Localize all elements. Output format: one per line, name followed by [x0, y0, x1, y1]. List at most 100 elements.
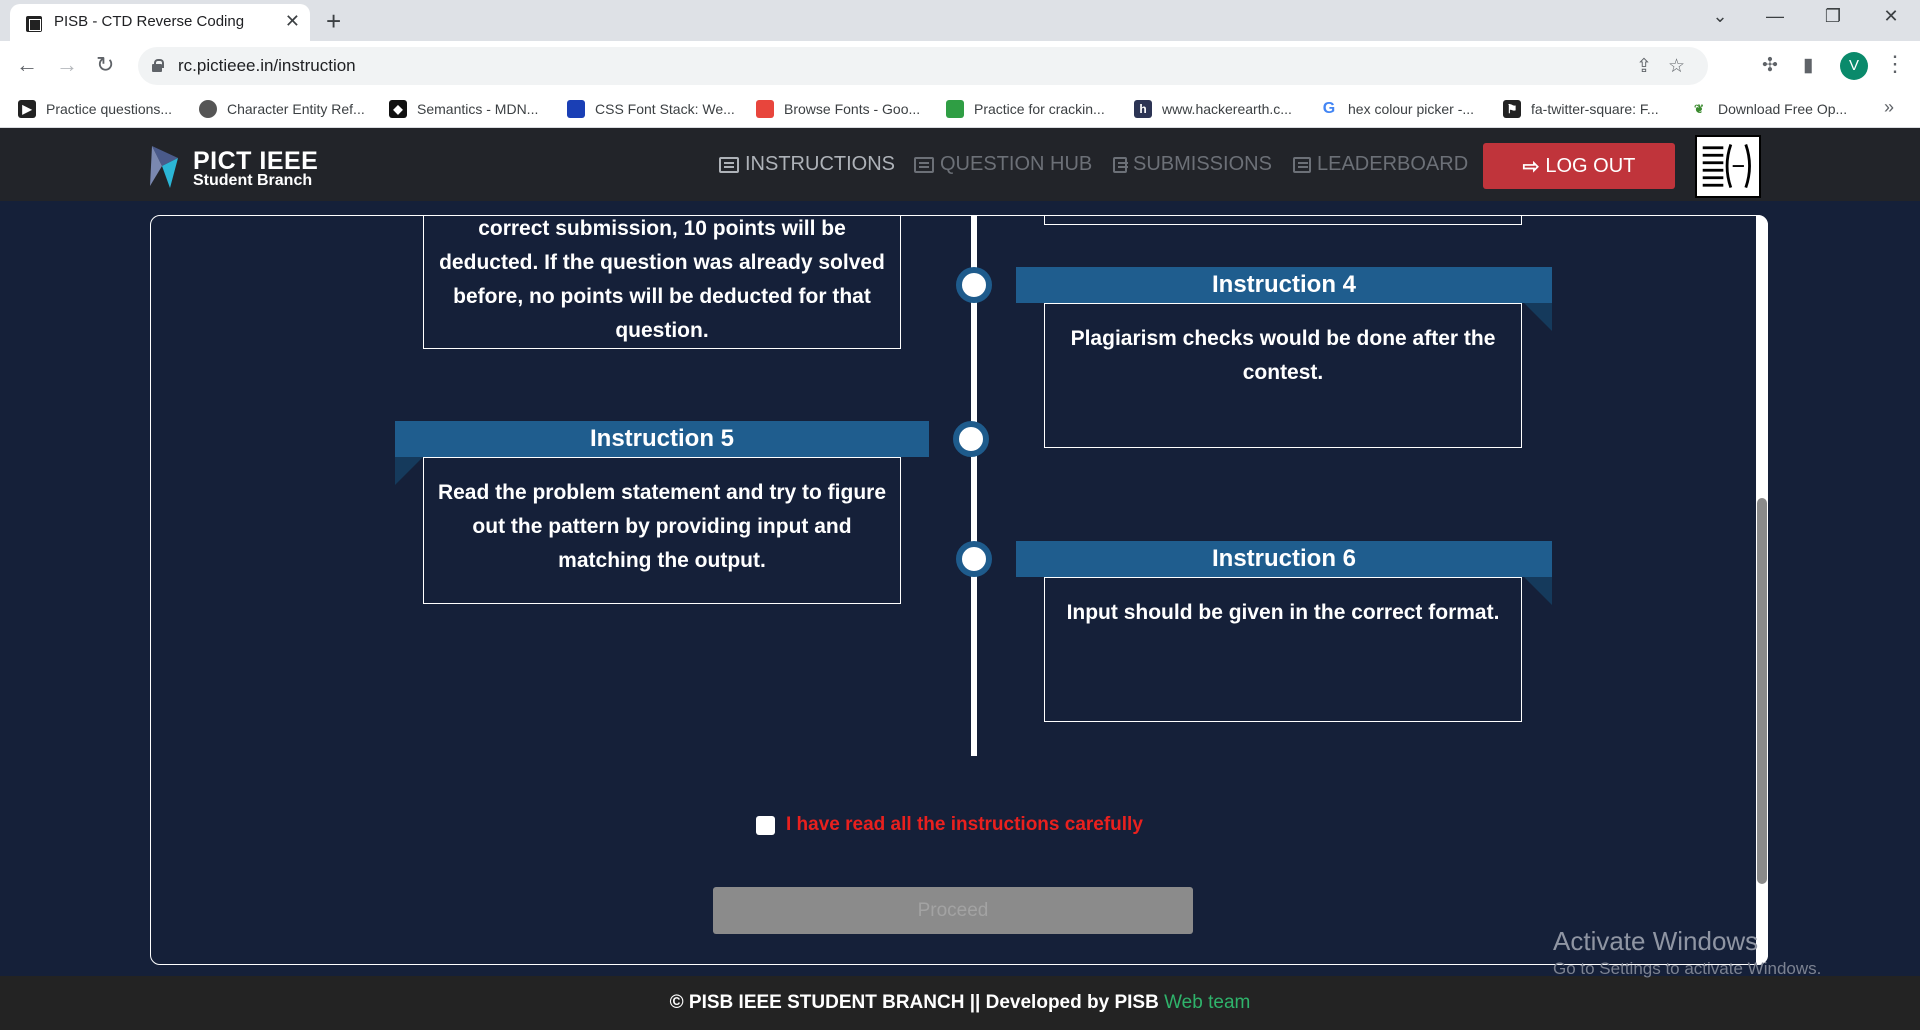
- sign-out-icon: ⇨: [1522, 155, 1540, 178]
- bookmark-item[interactable]: ◆ Semantics - MDN...: [389, 91, 538, 127]
- side-panel-icon[interactable]: ▮: [1803, 55, 1814, 76]
- agree-row: I have read all the instructions careful…: [756, 814, 1143, 836]
- google-fonts-icon: [756, 100, 774, 118]
- agree-checkbox[interactable]: [756, 815, 775, 835]
- mdn-icon: ◆: [389, 100, 407, 118]
- logo-subtitle: Student Branch: [193, 172, 313, 189]
- proceed-button[interactable]: Proceed: [713, 887, 1193, 934]
- lock-icon[interactable]: [152, 59, 164, 72]
- bookmark-item[interactable]: ▶ Practice questions...: [18, 91, 172, 127]
- activate-windows-subtitle: Go to Settings to activate Windows.: [1553, 959, 1822, 978]
- nav-submissions[interactable]: SUBMISSIONS: [1113, 153, 1272, 176]
- instruction-6-title: Instruction 6: [1016, 541, 1552, 577]
- bookmark-item[interactable]: Practice for crackin...: [946, 91, 1105, 127]
- instruction-5-card: [423, 457, 901, 604]
- instruction-2-card-edge: [1044, 216, 1522, 225]
- nav-label: LEADERBOARD: [1317, 153, 1469, 175]
- bookmark-item[interactable]: CSS Font Stack: We...: [567, 91, 735, 127]
- hackerearth-icon: h: [1134, 100, 1152, 118]
- timeline-dot: [956, 267, 992, 303]
- forward-arrow-icon[interactable]: →: [56, 52, 78, 77]
- footer-text: © PISB IEEE STUDENT BRANCH || Developed …: [669, 992, 1159, 1013]
- timeline-dot: [953, 421, 989, 457]
- nav-instructions[interactable]: INSTRUCTIONS: [719, 153, 895, 176]
- google-icon: G: [1320, 100, 1338, 118]
- instruction-6-card: [1044, 577, 1522, 722]
- timeline-line: [971, 216, 977, 756]
- tab-search-icon[interactable]: ⌄: [1712, 6, 1728, 26]
- banner-fold: [1524, 577, 1552, 605]
- address-bar[interactable]: rc.pictieee.in/instruction ☆ ⇪: [138, 47, 1708, 85]
- tab-favicon-icon: [26, 16, 42, 32]
- logout-label: LOG OUT: [1545, 154, 1636, 177]
- bookmark-favicon-icon: ▶: [18, 100, 36, 118]
- bookmark-label: Practice questions...: [46, 101, 173, 117]
- instruction-5-text: Read the problem statement and try to fi…: [437, 481, 887, 572]
- logo-title: PICT IEEE: [193, 147, 319, 175]
- bookmark-item[interactable]: Character Entity Ref...: [199, 91, 365, 127]
- list-icon: [914, 156, 934, 173]
- instruction-3-text: correct submission, 10 points will be de…: [439, 217, 885, 342]
- bookmark-label: Character Entity Ref...: [227, 101, 365, 117]
- nav-leaderboard[interactable]: LEADERBOARD: [1293, 153, 1468, 176]
- nav-label: SUBMISSIONS: [1133, 153, 1272, 175]
- browser-toolbar: ← → ↻ rc.pictieee.in/instruction ☆ ⇪ ✣ ▮…: [0, 41, 1920, 91]
- site-footer: © PISB IEEE STUDENT BRANCH || Developed …: [0, 976, 1920, 1030]
- minimize-button[interactable]: —: [1766, 6, 1784, 26]
- back-arrow-icon[interactable]: ←: [16, 52, 38, 77]
- tab-close-icon[interactable]: ✕: [284, 11, 300, 31]
- bookmark-label: Browse Fonts - Goo...: [784, 101, 921, 117]
- bookmark-label: fa-twitter-square: F...: [1531, 101, 1659, 117]
- geeksforgeeks-icon: [946, 100, 964, 118]
- more-bookmarks-icon[interactable]: »: [1884, 97, 1895, 117]
- bookmark-label: Download Free Op...: [1718, 101, 1848, 117]
- bookmark-item[interactable]: ❦ Download Free Op...: [1690, 91, 1847, 127]
- browser-tab[interactable]: PISB - CTD Reverse Coding ✕: [10, 4, 310, 41]
- instruction-3-card: [423, 216, 901, 349]
- cssfontstack-icon: [567, 100, 585, 118]
- restore-button[interactable]: ❐: [1824, 6, 1842, 26]
- url-text[interactable]: rc.pictieee.in/instruction: [178, 56, 356, 75]
- instruction-4-title: Instruction 4: [1016, 267, 1552, 303]
- timeline-dot: [956, 541, 992, 577]
- bookmarks-bar: ▶ Practice questions... Character Entity…: [0, 91, 1920, 128]
- instruction-4-card: [1044, 303, 1522, 448]
- bookmark-label: Semantics - MDN...: [417, 101, 539, 117]
- new-tab-button[interactable]: +: [326, 6, 342, 36]
- instruction-page: PICT IEEE Student Branch INSTRUCTIONS QU…: [0, 128, 1920, 1030]
- extensions-puzzle-icon[interactable]: ✣: [1762, 55, 1778, 76]
- fontawesome-flag-icon: ⚑: [1503, 100, 1521, 118]
- activate-windows-title: Activate Windows: [1553, 926, 1759, 956]
- profile-avatar[interactable]: V: [1840, 52, 1868, 80]
- list-icon: [719, 156, 739, 173]
- scrollbar-thumb[interactable]: [1757, 498, 1767, 884]
- pict-ieee-logo-icon: [150, 146, 178, 188]
- instructions-panel: correct submission, 10 points will be de…: [150, 215, 1768, 965]
- bookmark-item[interactable]: G hex colour picker -...: [1320, 91, 1474, 127]
- banner-fold: [1524, 303, 1552, 331]
- bookmark-label: CSS Font Stack: We...: [595, 101, 735, 117]
- reload-icon[interactable]: ↻: [96, 52, 115, 77]
- leaf-icon: ❦: [1690, 100, 1708, 118]
- reverse-coding-logo-icon: [1695, 135, 1761, 198]
- site-navbar: PICT IEEE Student Branch INSTRUCTIONS QU…: [0, 128, 1920, 201]
- instruction-6-text: Input should be given in the correct for…: [1066, 601, 1500, 624]
- nav-label: QUESTION HUB: [940, 153, 1093, 175]
- bookmark-star-icon[interactable]: ☆: [1668, 56, 1686, 77]
- flag-checkered-icon: [1293, 156, 1311, 173]
- banner-fold: [395, 457, 423, 485]
- close-window-button[interactable]: ✕: [1883, 6, 1899, 26]
- globe-icon: [199, 100, 217, 118]
- nav-question-hub[interactable]: QUESTION HUB: [914, 153, 1092, 176]
- share-icon[interactable]: ⇪: [1636, 56, 1652, 77]
- footer-web-team-link[interactable]: Web team: [1164, 992, 1251, 1013]
- bookmark-item[interactable]: Browse Fonts - Goo...: [756, 91, 920, 127]
- logout-button[interactable]: ⇨ LOG OUT: [1483, 143, 1675, 189]
- file-code-icon: [1113, 156, 1128, 173]
- browser-menu-icon[interactable]: ⋮: [1884, 51, 1906, 76]
- agree-label[interactable]: I have read all the instructions careful…: [786, 814, 1143, 835]
- nav-label: INSTRUCTIONS: [745, 153, 895, 175]
- bookmark-item[interactable]: h www.hackerearth.c...: [1134, 91, 1292, 127]
- bookmark-item[interactable]: ⚑ fa-twitter-square: F...: [1503, 91, 1659, 127]
- instruction-4-text: Plagiarism checks would be done after th…: [1070, 327, 1496, 384]
